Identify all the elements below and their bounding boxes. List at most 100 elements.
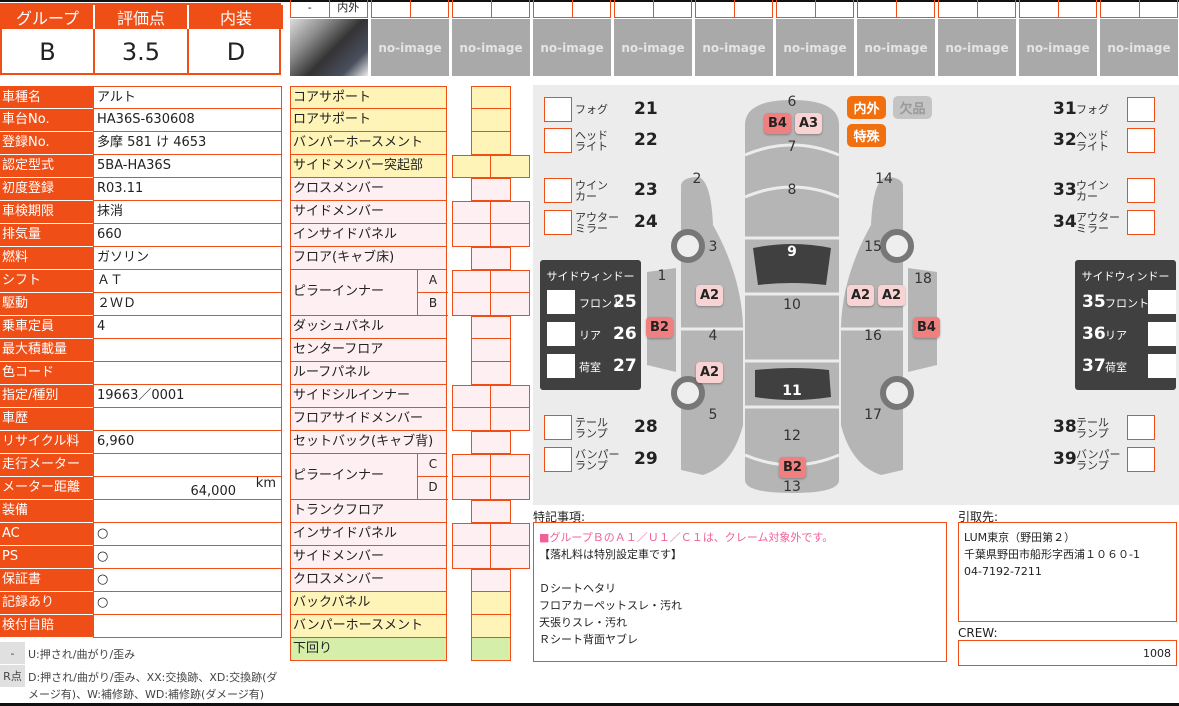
side-window-checkbox[interactable]	[1148, 322, 1176, 346]
no-image-placeholder[interactable]: no-image	[695, 19, 773, 76]
frame-grade-cell[interactable]	[471, 638, 511, 661]
damage-mark-a3[interactable]: A3	[795, 113, 822, 134]
frame-grade-cell-right[interactable]	[490, 293, 530, 316]
lamp-checkbox[interactable]	[1127, 128, 1155, 153]
damage-mark-b2[interactable]: B2	[646, 317, 673, 338]
photo-slot[interactable]: no-image	[857, 0, 935, 76]
no-image-placeholder[interactable]: no-image	[614, 19, 692, 76]
photo-slot[interactable]: no-image	[371, 0, 449, 76]
no-image-placeholder[interactable]: no-image	[1019, 19, 1097, 76]
frame-grade-cell-left[interactable]	[452, 155, 491, 178]
frame-grade-cell-right[interactable]	[490, 454, 530, 477]
frame-grade-cell[interactable]	[471, 592, 511, 615]
frame-grade-cell[interactable]	[471, 569, 511, 592]
panel-number-17[interactable]: 17	[864, 407, 882, 423]
frame-grade-cell[interactable]	[471, 109, 511, 132]
panel-number-10[interactable]: 10	[783, 297, 801, 313]
panel-number-2[interactable]: 2	[692, 171, 702, 187]
frame-grade-cell[interactable]	[471, 247, 511, 270]
photo-slot[interactable]: no-image	[776, 0, 854, 76]
panel-number-7[interactable]: 7	[787, 139, 797, 155]
side-window-checkbox[interactable]	[547, 354, 575, 378]
damage-mark-a2[interactable]: A2	[878, 285, 905, 306]
panel-number-13[interactable]: 13	[783, 479, 801, 495]
lamp-checkbox[interactable]	[544, 210, 572, 235]
frame-grade-cell[interactable]	[471, 339, 511, 362]
frame-grade-cell[interactable]	[471, 500, 511, 523]
side-window-checkbox[interactable]	[1148, 354, 1176, 378]
special-button[interactable]: 特殊	[847, 124, 886, 147]
panel-number-8[interactable]: 8	[787, 182, 797, 198]
damage-mark-a2[interactable]: A2	[847, 285, 874, 306]
frame-grade-cell-left[interactable]	[452, 454, 491, 477]
lamp-checkbox[interactable]	[1127, 447, 1155, 472]
naigai-button[interactable]: 内外	[847, 96, 886, 119]
panel-number-12[interactable]: 12	[783, 428, 801, 444]
frame-grade-cell-left[interactable]	[452, 546, 491, 569]
panel-number-1[interactable]: 1	[657, 268, 667, 284]
lamp-checkbox[interactable]	[544, 178, 572, 203]
no-image-placeholder[interactable]: no-image	[1100, 19, 1178, 76]
frame-grade-cell-right[interactable]	[490, 546, 530, 569]
photo-slot[interactable]: -内外	[290, 0, 368, 76]
frame-grade-cell-left[interactable]	[452, 385, 491, 408]
side-window-checkbox[interactable]	[547, 290, 575, 314]
frame-grade-cell-left[interactable]	[452, 201, 491, 224]
side-window-checkbox[interactable]	[547, 322, 575, 346]
frame-grade-cell[interactable]	[471, 362, 511, 385]
lamp-checkbox[interactable]	[1127, 415, 1155, 440]
side-window-checkbox[interactable]	[1148, 290, 1176, 314]
photo-slot[interactable]: no-image	[938, 0, 1016, 76]
no-image-placeholder[interactable]: no-image	[533, 19, 611, 76]
lamp-checkbox[interactable]	[1127, 97, 1155, 122]
photo-slot[interactable]: no-image	[1100, 0, 1178, 76]
frame-grade-cell[interactable]	[471, 316, 511, 339]
frame-grade-cell-left[interactable]	[452, 408, 491, 431]
frame-grade-cell-right[interactable]	[490, 408, 530, 431]
frame-grade-cell[interactable]	[471, 86, 511, 109]
damage-mark-b4[interactable]: B4	[764, 113, 791, 134]
lamp-checkbox[interactable]	[544, 415, 572, 440]
panel-number-18[interactable]: 18	[914, 271, 932, 287]
frame-grade-cell[interactable]	[471, 178, 511, 201]
frame-grade-cell-left[interactable]	[452, 224, 491, 247]
no-image-placeholder[interactable]: no-image	[371, 19, 449, 76]
photo-slot[interactable]: no-image	[533, 0, 611, 76]
panel-number-4[interactable]: 4	[708, 328, 718, 344]
lamp-checkbox[interactable]	[544, 447, 572, 472]
photo-slot[interactable]: no-image	[614, 0, 692, 76]
frame-grade-cell-left[interactable]	[452, 270, 491, 293]
frame-grade-cell-right[interactable]	[490, 523, 530, 546]
panel-number-16[interactable]: 16	[864, 328, 882, 344]
frame-grade-cell[interactable]	[471, 615, 511, 638]
photo-slot[interactable]: no-image	[695, 0, 773, 76]
frame-grade-cell-left[interactable]	[452, 523, 491, 546]
damage-mark-b2[interactable]: B2	[779, 457, 806, 478]
frame-grade-cell-right[interactable]	[490, 270, 530, 293]
vehicle-interior-photo[interactable]	[290, 19, 368, 76]
missing-parts-button[interactable]: 欠品	[893, 96, 932, 119]
panel-number-15[interactable]: 15	[864, 239, 882, 255]
photo-slot[interactable]: no-image	[1019, 0, 1097, 76]
panel-number-6[interactable]: 6	[787, 94, 797, 110]
frame-grade-cell-right[interactable]	[490, 477, 530, 500]
damage-mark-a2[interactable]: A2	[696, 362, 723, 383]
no-image-placeholder[interactable]: no-image	[452, 19, 530, 76]
panel-number-3[interactable]: 3	[708, 239, 718, 255]
lamp-checkbox[interactable]	[1127, 210, 1155, 235]
no-image-placeholder[interactable]: no-image	[857, 19, 935, 76]
frame-grade-cell[interactable]	[471, 132, 511, 155]
frame-grade-cell-right[interactable]	[490, 224, 530, 247]
panel-number-5[interactable]: 5	[708, 407, 718, 423]
panel-number-14[interactable]: 14	[875, 171, 893, 187]
panel-number-9[interactable]: 9	[787, 244, 797, 260]
damage-mark-a2[interactable]: A2	[696, 285, 723, 306]
frame-grade-cell-left[interactable]	[452, 293, 491, 316]
frame-grade-cell-right[interactable]	[490, 155, 530, 178]
lamp-checkbox[interactable]	[544, 97, 572, 122]
frame-grade-cell-left[interactable]	[452, 477, 491, 500]
photo-slot[interactable]: no-image	[452, 0, 530, 76]
damage-mark-b4[interactable]: B4	[913, 317, 940, 338]
lamp-checkbox[interactable]	[1127, 178, 1155, 203]
no-image-placeholder[interactable]: no-image	[938, 19, 1016, 76]
